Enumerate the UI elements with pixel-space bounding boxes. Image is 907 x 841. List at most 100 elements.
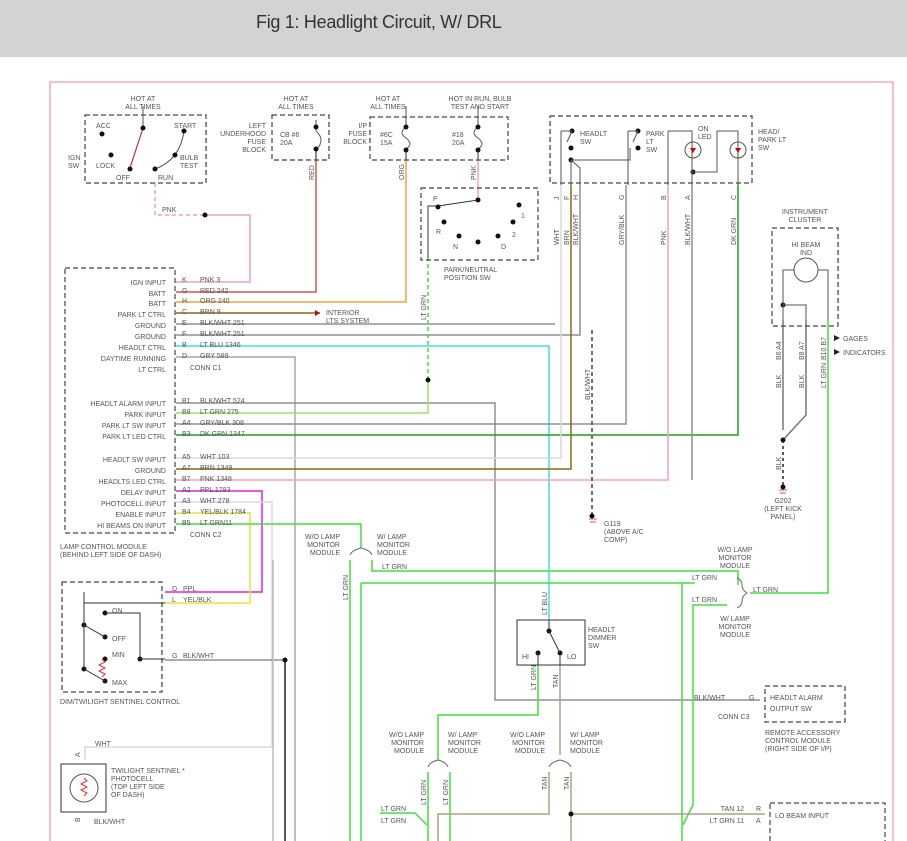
photocell-symbol <box>69 773 99 803</box>
lcm-c1-label: IGN INPUT <box>131 280 167 287</box>
wire-wht-278 <box>84 501 273 760</box>
dim-min-label: MIN <box>112 652 125 659</box>
cluster-wire-label: BLK <box>799 374 806 388</box>
lcm-c2-pin: B1 <box>182 398 191 405</box>
g119-label: COMP) <box>604 537 627 544</box>
lcm-c1-wire: ORG 240 <box>200 298 230 305</box>
lcm-c1-label: PARK LT CTRL <box>118 312 166 319</box>
underhood-fuse-name: FUSE <box>247 139 266 146</box>
lcm-c1-label: DAYTIME RUNNING <box>101 356 166 363</box>
dimmer-arm-icon <box>537 620 561 665</box>
dim-pin-label: D <box>172 586 177 593</box>
fuse18-label: 20A <box>452 140 465 147</box>
lcm-c1-pin: G <box>182 288 187 295</box>
gages-label: GAGES <box>843 336 868 343</box>
dimmer-name: DIMMER <box>588 635 616 642</box>
pn-position-label: D <box>501 244 506 251</box>
g202-wire-label: BLK <box>776 456 783 470</box>
underhood-hot-label: ALL TIMES <box>278 104 314 111</box>
lcm-c2-pin: A3 <box>182 498 191 505</box>
hs-wire-label: BLK/WHT <box>573 213 580 245</box>
wire-ppl-1783 <box>165 490 263 593</box>
wire-tan-wo <box>437 772 550 841</box>
hs-pin-label: C <box>731 195 738 200</box>
wire-tan-label: TAN <box>553 675 560 688</box>
wire-lt-grn-label: LT GRN <box>421 780 428 805</box>
pn-r-contact <box>441 219 447 225</box>
led-diode-icons <box>690 148 741 153</box>
dim-pin-label: L <box>172 597 176 604</box>
lcm-c2-label: ENABLE INPUT <box>115 512 166 519</box>
park-sw-bottom <box>635 145 641 151</box>
g119-wire-label: BLK/WHT <box>585 368 592 400</box>
wire-pnk-3 <box>176 214 251 283</box>
lcm-c2-wire: PPL 1783 <box>200 487 231 494</box>
dim-control-name: DIM/TWILIGHT SENTINEL CONTROL <box>60 699 180 706</box>
lcm-c2-pin: A5 <box>182 454 191 461</box>
wire-pnk-label: PNK <box>471 165 478 180</box>
dim-wire-label: PPL <box>183 586 196 593</box>
lcm-c2-wire: BLK/WHT 524 <box>200 398 245 405</box>
wire-lt-blu-1346 <box>176 345 550 620</box>
park-neutral-box <box>420 187 539 261</box>
wo-monitor-label: MODULE <box>720 563 750 570</box>
wo-monitor-label: MONITOR <box>719 555 752 562</box>
dim-control-box <box>61 581 163 693</box>
wire-org-240 <box>176 150 407 303</box>
underhood-fuse-name: LEFT <box>249 123 267 130</box>
interior-arrow-icon <box>315 310 320 316</box>
lcm-c2-pin: B3 <box>182 431 191 438</box>
wire-gry-blk-308 <box>176 185 627 425</box>
wo-monitor-label: MONITOR <box>512 740 545 747</box>
headlt-sw-mid <box>568 145 574 151</box>
lcm-c1-label: BATT <box>149 291 167 298</box>
dimmer-switch-box <box>516 619 586 666</box>
wo-monitor-label: W/O LAMP <box>510 732 545 739</box>
pn-position-label: 1 <box>521 213 525 220</box>
hs-pin-label: A <box>685 195 692 200</box>
lcm-c1-pin: B <box>182 342 187 349</box>
lcm-c2-wire: PNK 1348 <box>200 476 232 483</box>
w-monitor-label: W/ LAMP <box>448 732 478 739</box>
led-on-icon <box>684 141 702 159</box>
hi-beam-ind-label: IND <box>800 250 812 257</box>
lcm-c2-label: PARK LT LED CTRL <box>102 434 166 441</box>
wire-org-label: ORG <box>399 164 406 180</box>
pn-n-contact <box>456 233 462 239</box>
wire-lt-grn-label: LT GRN <box>753 587 778 594</box>
w-monitor-label: MONITOR <box>377 542 410 549</box>
pn-common-contact <box>475 197 481 203</box>
headlt-sw-label: SW <box>580 139 592 146</box>
wire-pnk-ign-dashed <box>154 183 205 216</box>
rac-wire-label: BLK/WHT <box>694 695 726 702</box>
hi-beam-ind-label: HI BEAM <box>792 242 821 249</box>
rac-sw-label: HEADLT ALARM <box>770 695 823 702</box>
ground-symbols-icon <box>589 489 787 523</box>
wo-monitor-label: W/O LAMP <box>717 547 752 554</box>
wo-monitor-label: MODULE <box>310 550 340 557</box>
ign-bulb-label: BULB <box>180 155 199 162</box>
hs-wire-label: WHT <box>554 228 561 245</box>
photocell-box <box>60 763 107 813</box>
ign-start-label: START <box>174 123 197 130</box>
diagram-frame <box>49 81 894 841</box>
w-monitor-label: MONITOR <box>448 740 481 747</box>
cluster-pin-label: B8 A7 <box>799 341 806 360</box>
ip-fuse-name: FUSE <box>348 131 367 138</box>
ign-bulb-contact <box>172 152 178 158</box>
wire-lt-grn-w-1 <box>371 560 739 585</box>
wire-wht-103 <box>176 185 562 459</box>
headlt-sw-wiring <box>560 130 581 185</box>
lcm-c2-pin: A4 <box>182 420 191 427</box>
fuse18-top <box>475 124 481 130</box>
cb6-label: CB #6 <box>280 132 300 139</box>
park-sw-label: PARK <box>646 131 665 138</box>
wire-pnk-ign-label: PNK <box>162 207 177 214</box>
wo-monitor-label: MODULE <box>515 748 545 755</box>
lcm-c2-pin: B7 <box>182 476 191 483</box>
wire-lt-grn-label: LT GRN <box>343 575 350 600</box>
w-monitor-label: W/ LAMP <box>377 534 407 541</box>
lcm-c2-label: HI BEAMS ON INPUT <box>97 523 167 530</box>
lcm-c2-wire: YEL/BLK 1784 <box>200 509 246 516</box>
